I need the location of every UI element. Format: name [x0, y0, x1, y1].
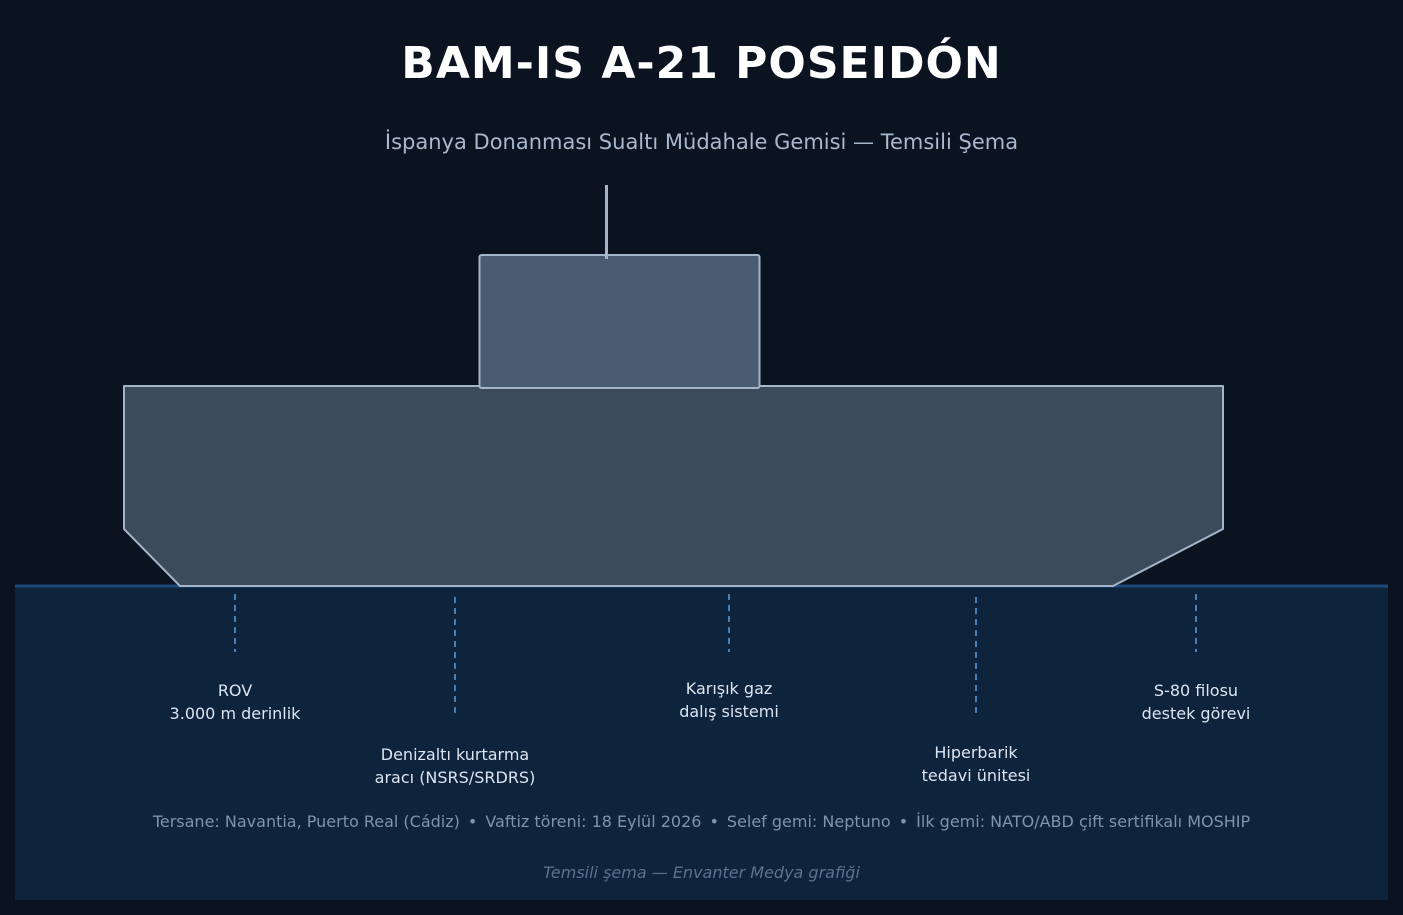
page-subtitle: İspanya Donanması Sualtı Müdahale Gemisi…: [384, 130, 1019, 154]
callout-label-diving: Karışık gaz dalış sistemi: [679, 679, 779, 721]
fact-shipyard: Tersane: Navantia, Puerto Real (Cádiz): [152, 812, 460, 831]
water-area: [15, 585, 1388, 900]
fact-separator: •: [467, 812, 478, 831]
ship-hull: [123, 385, 1224, 587]
callout-label-hyperbaric: Hiperbarik tedavi ünitesi: [921, 743, 1031, 785]
fact-separator: •: [709, 812, 719, 831]
ship-superstructure: [478, 254, 761, 389]
fact-christening: Vaftiz töreni: 18 Eylül 2026: [485, 812, 702, 831]
fact-predecessor: Selef gemi: Neptuno: [726, 812, 891, 831]
fact-separator: •: [898, 812, 909, 831]
fact-first-ship: İlk gemi: NATO/ABD çift sertifikalı MOSH…: [916, 812, 1251, 831]
callout-label-rescue: Denizaltı kurtarma aracı (NSRS/SRDRS): [374, 745, 536, 787]
credit-line: Temsili şema — Envanter Medya grafiği: [543, 863, 860, 882]
callout-label-rov: ROV 3.000 m derinlik: [169, 681, 301, 723]
callout-label-s80: S-80 filosu destek görevi: [1141, 681, 1251, 723]
footer-facts: Tersane: Navantia, Puerto Real (Cádiz) • V…: [0, 811, 1403, 833]
page-title: BAM-IS A-21 POSEIDÓN: [401, 38, 1002, 89]
